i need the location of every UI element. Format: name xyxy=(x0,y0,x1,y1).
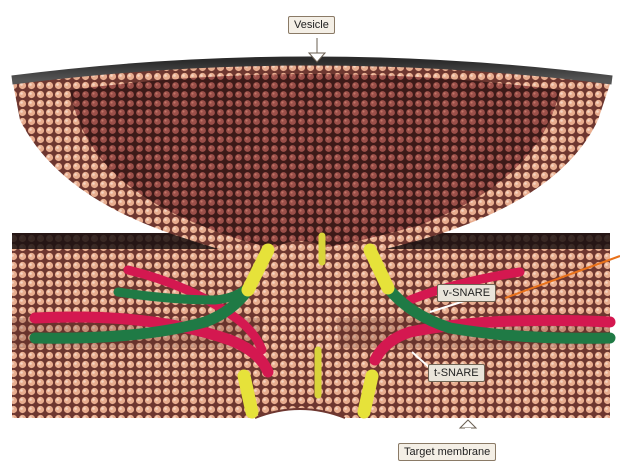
t-snare-anchor xyxy=(364,376,372,412)
target-membrane-label: Target membrane xyxy=(398,443,496,461)
t-snare-label: t-SNARE xyxy=(428,364,485,382)
vesicle-label: Vesicle xyxy=(288,16,335,34)
t-snare-anchor xyxy=(244,376,252,412)
v-snare-label: v-SNARE xyxy=(437,284,496,302)
